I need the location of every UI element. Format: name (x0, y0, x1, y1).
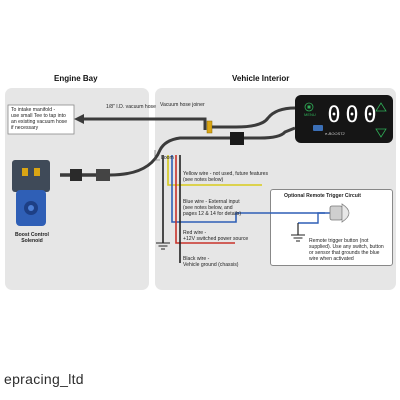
engine-bay-heading: Engine Bay (54, 74, 98, 83)
remote-trigger-button (329, 203, 350, 223)
intake-manifold-callout (7, 104, 75, 135)
optional-circuit-title: Optional Remote Trigger Circuit (284, 193, 361, 199)
blue-wire (171, 155, 325, 223)
yellow-wire-label: Yellow wire - not used, future features … (183, 171, 269, 183)
red-wire (175, 155, 235, 244)
boost-control-solenoid (12, 160, 50, 226)
vacuum-hose-joiner-label: Vacuum hose joiner (160, 102, 205, 108)
optional-remote-trigger-box (270, 189, 393, 266)
vacuum-hose-arrowhead (74, 114, 84, 124)
solenoid-connector-b (96, 169, 110, 181)
remote-trigger-note: Remote trigger button (not supplied). Us… (309, 238, 384, 262)
menu-button-icon (304, 102, 314, 112)
loom-cable (109, 136, 230, 177)
loom-label: Loom (161, 155, 174, 161)
display-digit-2: 0 (345, 103, 359, 128)
vacuum-hose (80, 117, 207, 130)
vacuum-hose-joiner (206, 120, 213, 134)
boost-solenoid-label: Boost Control Solenoid (15, 232, 49, 244)
display-digit-1: 0 (327, 103, 341, 128)
controller-brand: e-BOOST2 (325, 131, 345, 136)
loom-bracket (154, 150, 160, 161)
ground-symbol-remote (291, 234, 305, 242)
display-digit-3: 0 (363, 103, 377, 128)
controller-cable (244, 126, 296, 140)
solenoid-connector-a (70, 169, 82, 181)
vacuum-hose-id-label: 1/8" I.D. vacuum hose (106, 104, 156, 110)
black-wire-label: Black wire - Vehicle ground (chassis) (183, 256, 239, 268)
remote-trigger-wire (298, 212, 330, 224)
interior-connector (230, 132, 244, 145)
up-arrow-icon (375, 102, 387, 112)
yellow-wire (167, 155, 262, 186)
ground-symbol-chassis (156, 242, 170, 250)
intake-manifold-label: To intake manifold - use small Tee to ta… (11, 107, 68, 131)
watermark: epracing_ltd (4, 371, 84, 387)
red-wire-label: Red wire - +12V switched power source (183, 230, 249, 242)
menu-button-label: MENU (304, 112, 316, 117)
down-arrow-icon (375, 128, 387, 138)
blue-wire-label: Blue wire - External input (see notes be… (183, 199, 242, 217)
brand-logo-icon (313, 125, 323, 131)
vehicle-interior-heading: Vehicle Interior (232, 74, 290, 83)
boost-controller-display (295, 95, 393, 143)
vacuum-hose-to-controller (212, 106, 296, 129)
